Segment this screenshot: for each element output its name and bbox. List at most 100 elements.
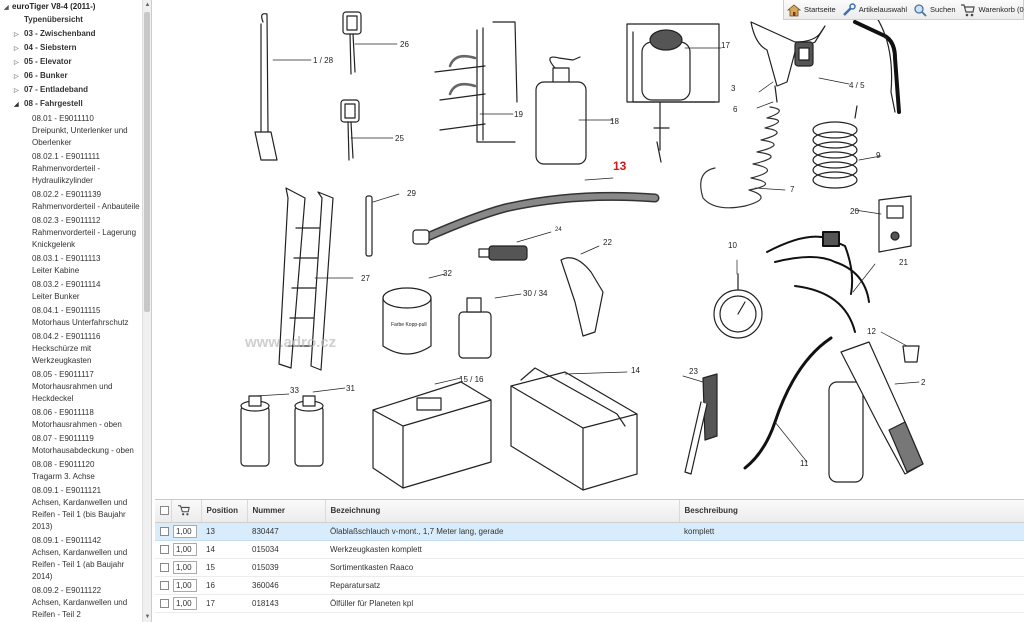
quantity-input[interactable]: 1,00 [173,524,197,538]
assortment-box-part[interactable] [372,381,492,489]
part-label[interactable]: 1 / 28 [313,56,334,65]
qty-cell[interactable]: 1,00 [171,540,201,559]
coil-hose-part[interactable] [700,106,780,209]
scroll-up-arrow-icon[interactable]: ▲ [144,2,151,8]
fire-extinguisher-part[interactable] [535,56,587,165]
part-label[interactable]: 12 [867,327,876,336]
qty-cell[interactable]: 1,00 [171,576,201,595]
usb-stick-part[interactable] [478,245,528,261]
pin-part[interactable] [365,195,373,257]
sidebar-scrollbar[interactable]: ▲ ▼ [142,0,151,622]
tree-group-05[interactable]: ▷05 - Elevator [14,57,72,66]
ladder-part[interactable] [278,187,334,371]
expand-arrow-icon[interactable]: ▷ [14,60,19,66]
row-checkbox[interactable] [160,580,169,590]
row-checkbox[interactable] [160,562,169,572]
part-label[interactable]: 29 [407,189,416,198]
part-label[interactable]: 31 [346,384,355,393]
tree-root[interactable]: ◢euroTiger V8-4 (2011-) [4,2,95,11]
pressure-gauge-part[interactable] [713,273,763,339]
quantity-input[interactable]: 1,00 [173,596,197,610]
tree-group-04[interactable]: ▷04 - Siebstern [14,43,76,52]
part-label[interactable]: 22 [603,238,612,247]
row-checkbox[interactable] [160,544,169,554]
square-key-part[interactable] [342,11,362,75]
qty-cell[interactable]: 1,00 [171,558,201,577]
drain-hose-part-13[interactable] [412,191,660,245]
oil-filler-part[interactable] [626,23,720,163]
part-label[interactable]: 26 [400,40,409,49]
position-column-header[interactable]: Position [201,500,248,523]
wire-brush-part[interactable] [684,373,718,475]
qty-cell[interactable]: 1,00 [171,594,201,613]
part-label[interactable]: 25 [395,134,404,143]
tree-group-03[interactable]: ▷03 - Zwischenband [14,29,96,38]
tree-group-07[interactable]: ▷07 - Entladeband [14,85,88,94]
quantity-input[interactable]: 1,00 [173,560,197,574]
qty-cell[interactable]: 1,00 [171,522,201,541]
part-label[interactable]: 6 [733,105,738,114]
refractometer-part[interactable] [560,257,604,337]
spray-can-part[interactable] [294,395,324,467]
gauge-meter-part[interactable] [878,195,912,253]
part-label[interactable]: 15 / 16 [459,375,484,384]
grease-can-part[interactable] [382,287,432,355]
select-all-checkbox-header[interactable] [155,500,172,523]
square-key-part[interactable] [340,99,360,161]
cart-button[interactable]: Warenkorb (0 [958,1,1024,19]
home-button[interactable]: Startseite [784,1,839,19]
part-label[interactable]: 2 [921,378,926,387]
grease-nipple-part[interactable] [902,345,920,363]
row-checkbox[interactable] [160,526,169,536]
expand-arrow-icon[interactable]: ▷ [14,88,19,94]
scroll-down-arrow-icon[interactable]: ▼ [144,614,151,620]
part-label[interactable]: 27 [361,274,370,283]
part-label[interactable]: 4 / 5 [849,81,865,90]
tree-group-06[interactable]: ▷06 - Bunker [14,71,68,80]
grease-gun-part[interactable] [828,341,924,483]
part-label[interactable]: 21 [899,258,908,267]
part-label[interactable]: 14 [631,366,640,375]
search-button[interactable]: Suchen [910,1,958,19]
part-label[interactable]: 17 [721,41,730,50]
tree-group-08[interactable]: ◢08 - Fahrgestell [14,99,83,108]
grease-hose-part[interactable] [743,336,833,470]
row-checkbox-cell[interactable] [155,522,171,541]
expand-arrow-icon[interactable]: ▷ [14,32,19,38]
hook-tool-part[interactable] [254,13,278,161]
select-all-checkbox[interactable] [160,506,169,516]
expand-arrow-icon[interactable]: ▷ [14,74,19,80]
part-label-highlighted[interactable]: 13 [613,159,627,173]
part-label[interactable]: 10 [728,241,737,250]
toolbox-part[interactable] [510,367,638,491]
expand-arrow-icon[interactable]: ▷ [14,46,19,52]
part-label[interactable]: 11 [800,459,809,468]
number-column-header[interactable]: Nummer [247,500,326,523]
article-selection-button[interactable]: Artikelauswahl [839,1,910,19]
blow-gun-part[interactable] [750,11,901,114]
part-label[interactable]: 3 [731,84,736,93]
part-label[interactable]: 9 [876,151,881,160]
part-label[interactable]: 23 [689,367,698,376]
hose-clip-part[interactable] [794,41,814,67]
row-checkbox-cell[interactable] [155,594,171,613]
spiral-coil-part[interactable] [812,105,858,189]
